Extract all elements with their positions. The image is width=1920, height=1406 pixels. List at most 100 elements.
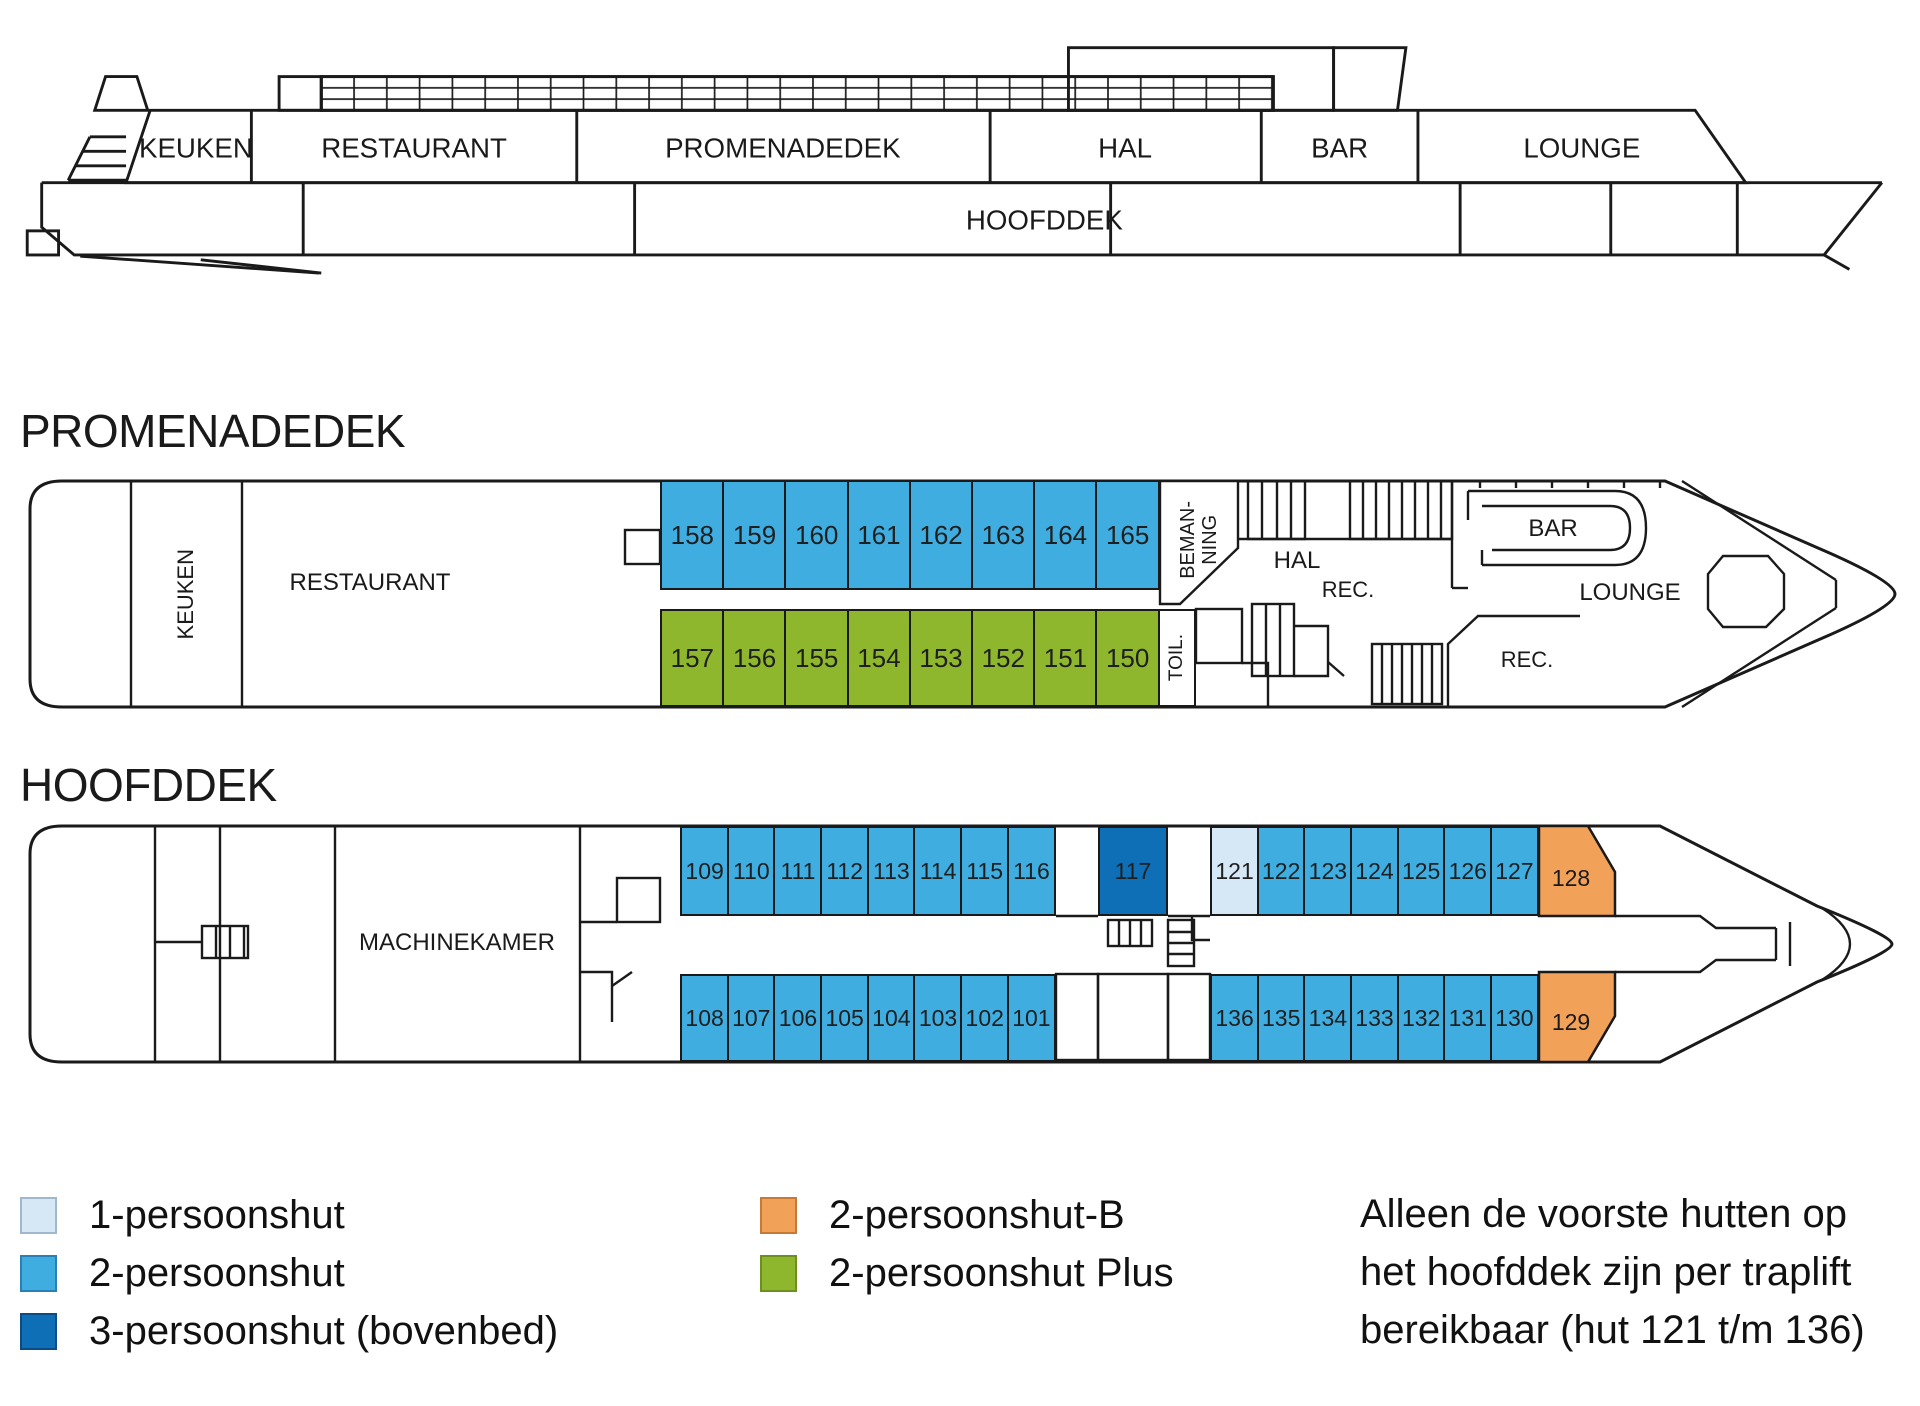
legend-swatch [20,1254,57,1292]
cabin-cell: 109 [680,826,730,916]
legend-swatch [760,1196,797,1234]
side-label-hoofddek: HOOFDDEK [966,205,1124,236]
bemanning-labelwrap: BEMAN- NING [1168,490,1230,590]
cabin-cell: 161 [846,480,912,590]
cabin-cell: 123 [1303,826,1353,916]
side-label-keuken: KEUKEN [139,132,253,163]
promenadedek-title: PROMENADEDEK [20,405,406,457]
service-room [1096,972,1170,1062]
bow-bulkhead [1681,479,1838,709]
hoofddek-cabin-117: 117 [1098,826,1168,916]
legend-item: 2-persoonshut-B [760,1192,1320,1237]
cabin-cell: 135 [1256,974,1306,1062]
cabin-cell: 125 [1396,826,1446,916]
service-room [1166,972,1212,1062]
cabin-cell: 103 [913,974,963,1062]
legend-label: 2-persoonshut-B [829,1192,1125,1237]
stairs-icon [1370,642,1444,706]
cabin-cell: 105 [820,974,870,1062]
legend-column-1: 1-persoonshut 2-persoonshut 3-persoonshu… [20,1193,580,1365]
cabin-cell: 163 [970,480,1036,590]
cabin-cell: 156 [722,609,787,707]
legend-label: 2-persoonshut Plus [829,1250,1174,1295]
legend-swatch [20,1196,57,1234]
keuken-room: KEUKEN [146,498,226,690]
promenadedek-linework [28,479,1897,709]
cabin-cell: 162 [908,480,974,590]
bemanning-room [1158,479,1240,606]
bar-counter [1450,481,1648,590]
cabin-cell: 131 [1443,974,1493,1062]
legend-item: 3-persoonshut (bovenbed) [20,1308,580,1353]
cabin-cell: 132 [1396,974,1446,1062]
service-room [1194,607,1244,665]
window-ticks [1478,481,1662,488]
hoofddek-linework: 128 129 [28,824,1894,1064]
cabin-128-number: 128 [1552,865,1590,891]
machinekamer-label: MACHINEKAMER [358,929,556,956]
funnel-icon [92,75,150,112]
cabin-cell: 154 [846,609,912,707]
legend-item: 2-persoonshut [20,1251,580,1295]
cabin-cell: 151 [1033,609,1098,707]
cabin-cell: 155 [784,609,850,707]
legend-column-2: 2-persoonshut-B 2-persoonshut Plus [760,1192,1320,1325]
side-label-hal: HAL [1098,132,1152,163]
legend-swatch [760,1254,797,1292]
hull-band [25,181,1884,275]
cabin-128 [1537,824,1617,918]
cabin-cell: 107 [726,974,776,1062]
cabin-cell: 101 [1006,974,1056,1062]
cabin-cell: 115 [960,826,1010,916]
legend-label: 3-persoonshut (bovenbed) [89,1308,559,1353]
cabin-cell: 108 [680,974,730,1062]
legend-swatch [20,1312,57,1350]
cabin-cell: 157 [660,609,725,707]
side-label-lounge: LOUNGE [1523,132,1640,163]
cabin-cell: 164 [1033,480,1098,590]
cabin-cell: 113 [866,826,916,916]
service-room-step [1242,661,1270,707]
wheelhouse-front [1332,46,1408,112]
toilet-room: TOIL. [1158,609,1196,707]
cabin-cell: 124 [1349,826,1400,916]
cabin-cell: 153 [908,609,974,707]
legend-note-line3: bereikbaar (hut 121 t/m 136) [1360,1308,1865,1352]
railing-grid [319,75,1275,112]
promenadedek-outline [28,479,1897,709]
side-label-bar: BAR [1311,132,1368,163]
hal-label: HAL [1273,547,1321,574]
side-label-promenadedek: PROMENADEDEK [665,132,901,163]
cabin-129 [1537,970,1617,1064]
corridor-wall [1190,916,1210,942]
cabin-cell: 110 [726,826,776,916]
stern-stairs [66,135,127,182]
rec2-label: REC. [1500,647,1554,672]
ship-side-view: KEUKEN RESTAURANT PROMENADEDEK HAL BAR L… [20,40,1900,300]
cabin-cell: 116 [1006,826,1056,916]
stairs-icon [200,924,250,960]
lounge-label: LOUNGE [1579,579,1681,606]
cabin-129-number: 129 [1552,1009,1590,1035]
stairs-icon [1238,479,1454,541]
stairs-icon [1250,602,1345,678]
bemanning-label: BEMAN- NING [1177,501,1221,579]
legend-item: 1-persoonshut [20,1193,580,1237]
cabin-cell: 114 [913,826,963,916]
ship-side-view-drawing: KEUKEN RESTAURANT PROMENADEDEK HAL BAR L… [25,46,1884,275]
cabin-cell: 158 [660,480,725,590]
cabin-cell: 121 [1210,826,1260,916]
rec1-label: REC. [1321,577,1375,602]
toilet-label: TOIL. [1166,634,1187,682]
keuken-label: KEUKEN [173,548,198,640]
cabin-cell: 122 [1256,826,1306,916]
cabin-cell: 152 [970,609,1036,707]
cabin-cell: 165 [1095,480,1160,590]
service-room [1054,972,1100,1062]
